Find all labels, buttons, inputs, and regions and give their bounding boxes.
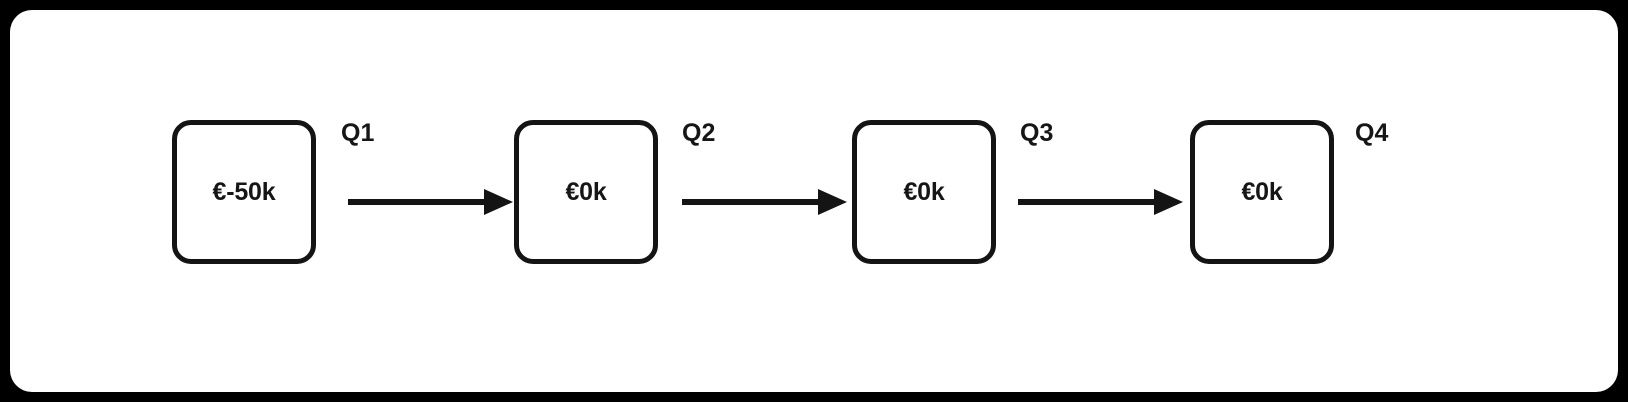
edge-label-q2: Q2 xyxy=(682,119,716,147)
flow-node-4[interactable]: €0k xyxy=(1190,120,1334,264)
flow-arrow-2 xyxy=(682,189,847,215)
arrow-1-shaft xyxy=(348,199,484,205)
flow-row: €-50k Q1 €0k Q2 €0k Q3 xyxy=(10,10,1618,392)
flow-node-2-label: €0k xyxy=(565,177,607,206)
edge-label-q4: Q4 xyxy=(1355,119,1389,147)
flow-node-3[interactable]: €0k xyxy=(852,120,996,264)
flow-node-2[interactable]: €0k xyxy=(514,120,658,264)
diagram-panel: €-50k Q1 €0k Q2 €0k Q3 xyxy=(10,10,1618,392)
arrow-1-head xyxy=(484,189,513,215)
flow-arrow-3 xyxy=(1018,189,1183,215)
flow-node-1-label: €-50k xyxy=(212,177,276,206)
arrow-3-shaft xyxy=(1018,199,1154,205)
flow-node-3-label: €0k xyxy=(903,177,945,206)
edge-label-q3: Q3 xyxy=(1020,119,1054,147)
arrow-2-head xyxy=(818,189,847,215)
flow-node-1[interactable]: €-50k xyxy=(172,120,316,264)
edge-label-q1: Q1 xyxy=(341,119,375,147)
arrow-3-head xyxy=(1154,189,1183,215)
arrow-2-shaft xyxy=(682,199,818,205)
flow-arrow-1 xyxy=(348,189,513,215)
flow-node-4-label: €0k xyxy=(1241,177,1283,206)
